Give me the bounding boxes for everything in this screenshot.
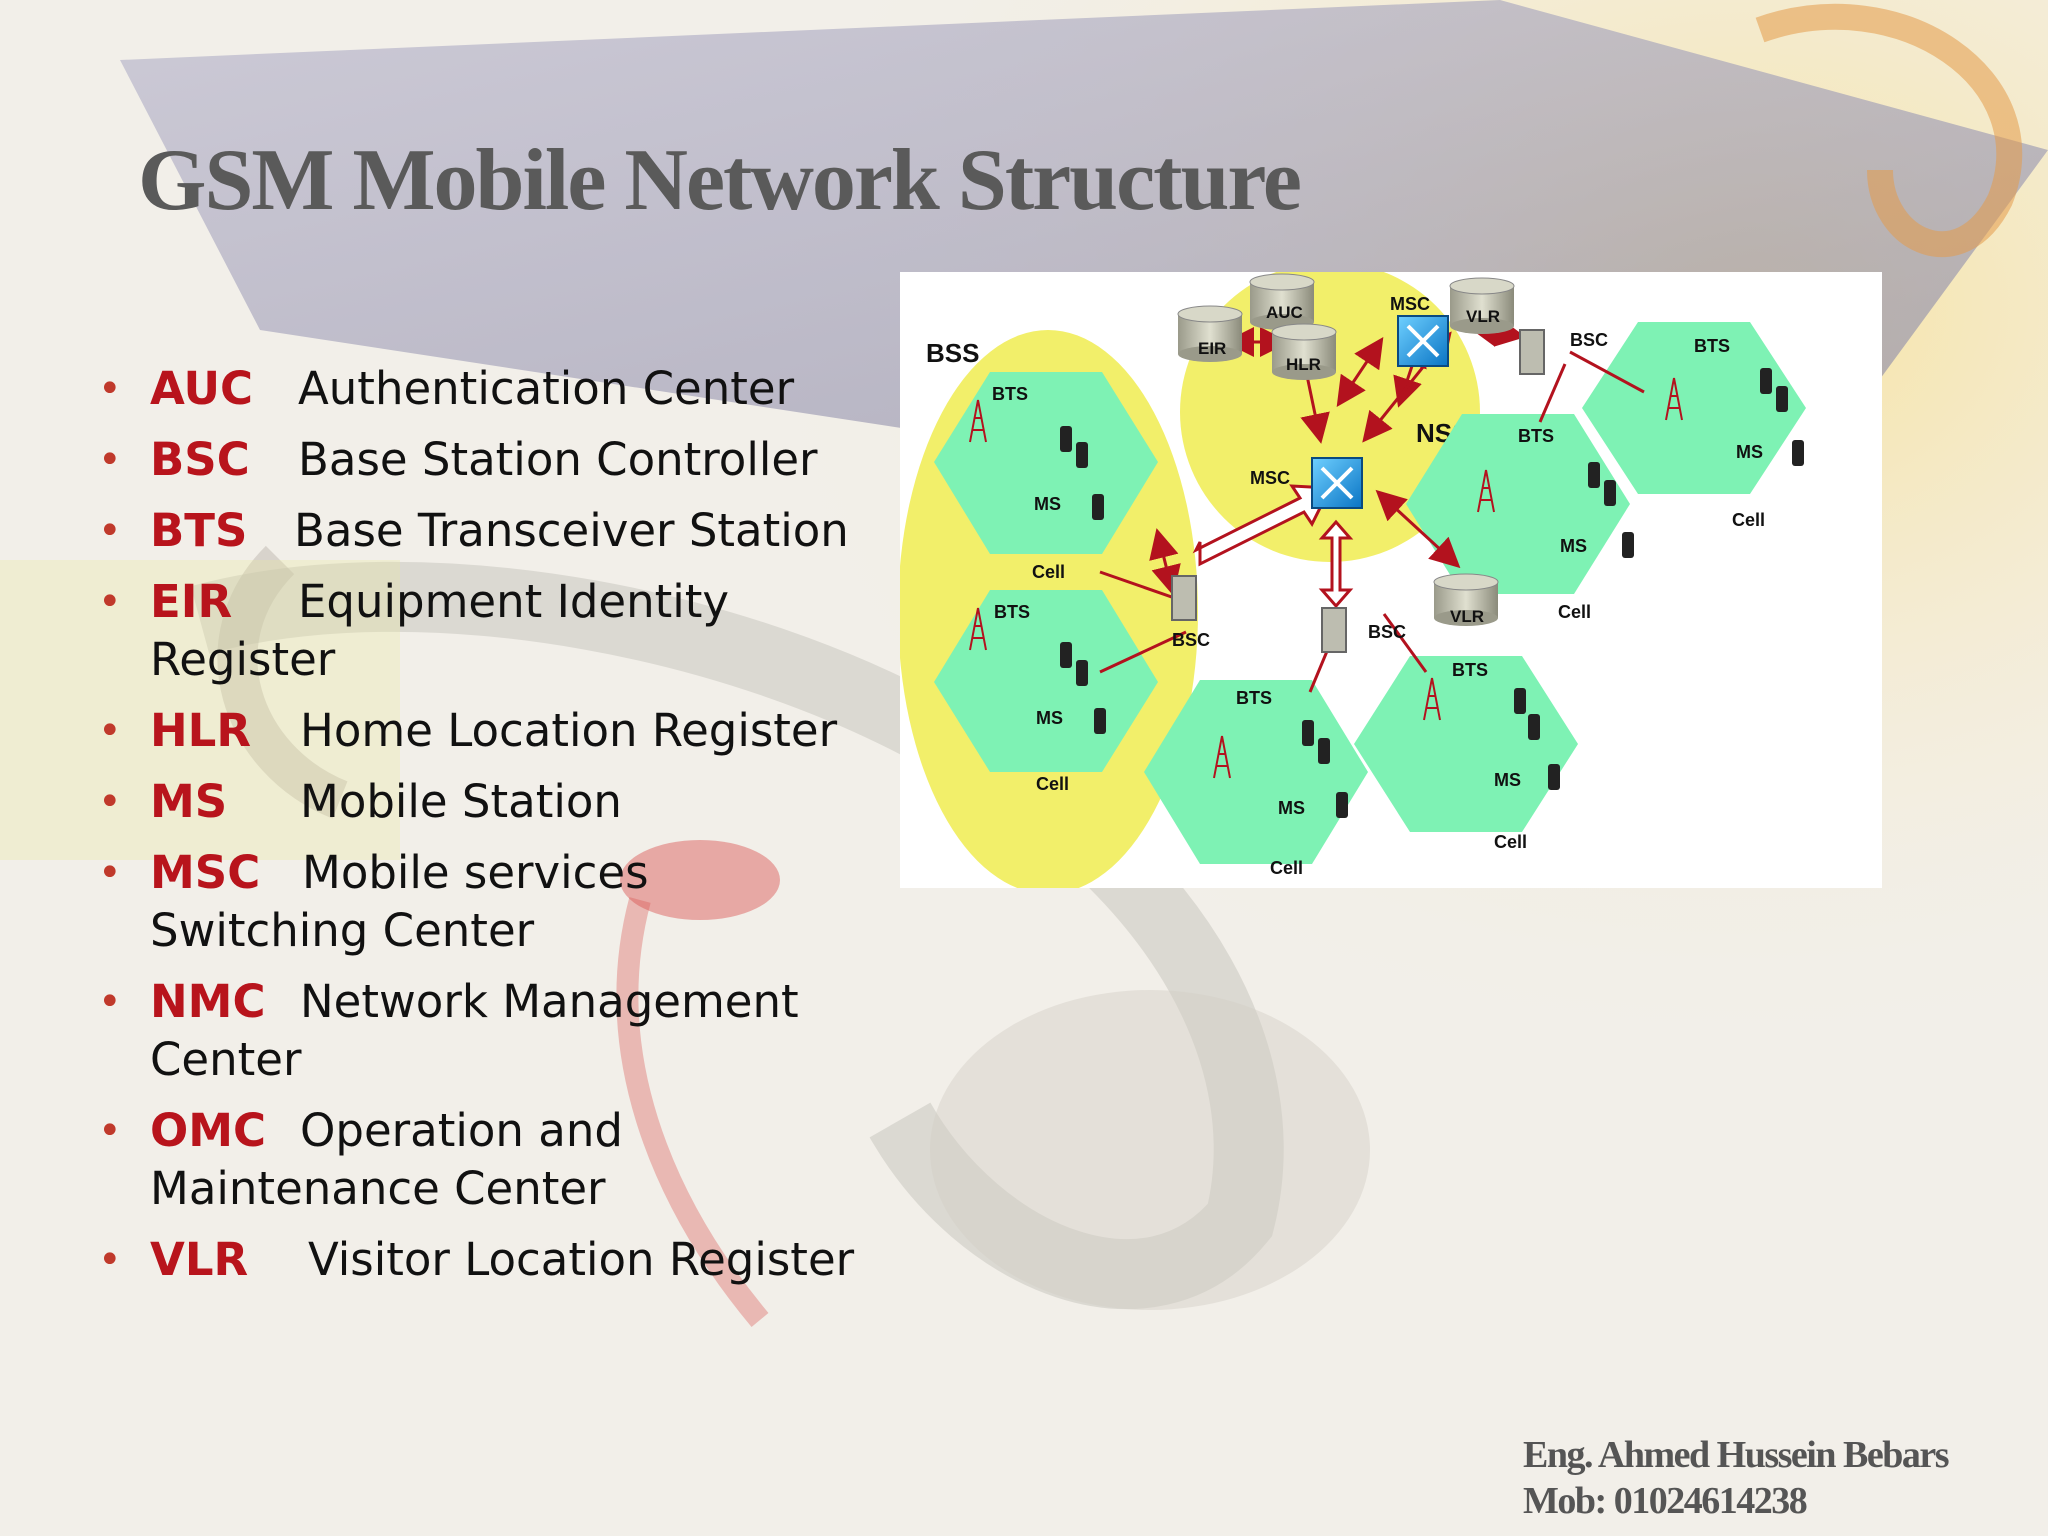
bullet-icon: • [98,850,122,896]
ms-label: MS [1034,494,1061,514]
cell-label: Cell [1036,774,1069,794]
author-name: Eng. Ahmed Hussein Bebars [1523,1434,1949,1476]
list-item-ms: • MS Mobile Station [96,773,876,831]
list-item-bsc: • BSC Base Station Controller [96,431,876,489]
vlr-label: VLR [1450,607,1484,626]
bullet-icon: • [98,366,122,412]
bts-tower-icon [969,377,1683,779]
ms-label: MS [1278,798,1305,818]
acronym: OMC [150,1104,267,1157]
bsc-server-icon [1519,329,1545,375]
bts-label: BTS [994,602,1030,622]
msc-switch-icon [1311,457,1363,509]
acronym: MS [150,775,228,828]
acronym: HLR [150,704,251,757]
acronym-description: Home Location Register [300,704,838,757]
bullet-icon: • [98,1237,122,1283]
acronym: BSC [150,433,250,486]
list-item-vlr: • VLR Visitor Location Register [96,1231,876,1289]
bts-label: BTS [1236,688,1272,708]
vlr-database-icon [1433,573,1499,626]
bullet-icon: • [98,979,122,1025]
acronym-description: Visitor Location Register [308,1233,855,1286]
bullet-icon: • [98,708,122,754]
acronym: EIR [150,575,233,628]
ms-label: MS [1736,442,1763,462]
acronym: BTS [150,504,248,557]
acronym-description: Authentication Center [298,362,795,415]
cell-label: Cell [1494,832,1527,852]
acronym-description: Mobile services Switching Center [150,846,649,957]
acronym-description: Equipment Identity Register [150,575,730,686]
mobile-phone-icon [1060,368,1804,818]
msc-label: MSC [1390,294,1430,314]
acronym-list: • AUC Authentication Center • BSC Base Stati… [96,360,876,1302]
bullet-icon: • [98,779,122,825]
bsc-server-icon [1321,607,1347,653]
cell-label: Cell [1558,602,1591,622]
hlr-label: HLR [1286,355,1321,374]
cell-hexagon [1354,656,1578,832]
bts-label: BTS [1518,426,1554,446]
cell-label: Cell [1732,510,1765,530]
ms-label: MS [1560,536,1587,556]
gsm-network-diagram-svg: BSS NSS [900,272,1806,888]
acronym-description: Mobile Station [300,775,622,828]
bts-label: BTS [992,384,1028,404]
cell-hexagon [1406,414,1630,594]
slide-title: GSM Mobile Network Structure [138,132,1302,229]
acronym-description: Base Station Controller [298,433,818,486]
list-item-hlr: • HLR Home Location Register [96,702,876,760]
list-item-bts: • BTS Base Transceiver Station [96,502,876,560]
msc-label: MSC [1250,468,1290,488]
bullet-icon: • [98,437,122,483]
acronym-description: Base Transceiver Station [294,504,849,557]
bsc-server-icon [1171,575,1197,621]
cell-label: Cell [1270,858,1303,878]
ms-label: MS [1494,770,1521,790]
acronym: NMC [150,975,266,1028]
list-item-auc: • AUC Authentication Center [96,360,876,418]
eir-label: EIR [1198,339,1226,358]
acronym: AUC [150,362,254,415]
msc-bsc-vertical-arrow [1318,519,1354,609]
bsc-label: BSC [1570,330,1608,350]
cell-label: Cell [1032,562,1065,582]
bsc-label: BSC [1368,622,1406,642]
vlr-database-icon [1449,277,1515,334]
hlr-database-icon [1271,323,1337,380]
acronym: MSC [150,846,261,899]
bsc-label: BSC [1172,630,1210,650]
bullet-icon: • [98,1108,122,1154]
acronym-description: Network Management Center [150,975,799,1086]
bullet-icon: • [98,508,122,554]
eir-database-icon [1177,305,1243,362]
bss-label: BSS [926,338,979,368]
cell-hexagon [1582,322,1806,494]
ms-label: MS [1036,708,1063,728]
acronym-description: Operation and Maintenance Center [150,1104,623,1215]
auc-label: AUC [1266,303,1303,322]
acronym: VLR [150,1233,249,1286]
bullet-icon: • [98,579,122,625]
gsm-network-diagram: BSS NSS [900,272,1882,888]
bts-label: BTS [1694,336,1730,356]
author-credits: Eng. Ahmed Hussein Bebars Mob: 010246142… [1523,1432,1949,1524]
msc-switch-icon [1397,315,1449,367]
vlr-label: VLR [1466,307,1500,326]
bts-label: BTS [1452,660,1488,680]
author-mobile: Mob: 01024614238 [1523,1480,1808,1522]
